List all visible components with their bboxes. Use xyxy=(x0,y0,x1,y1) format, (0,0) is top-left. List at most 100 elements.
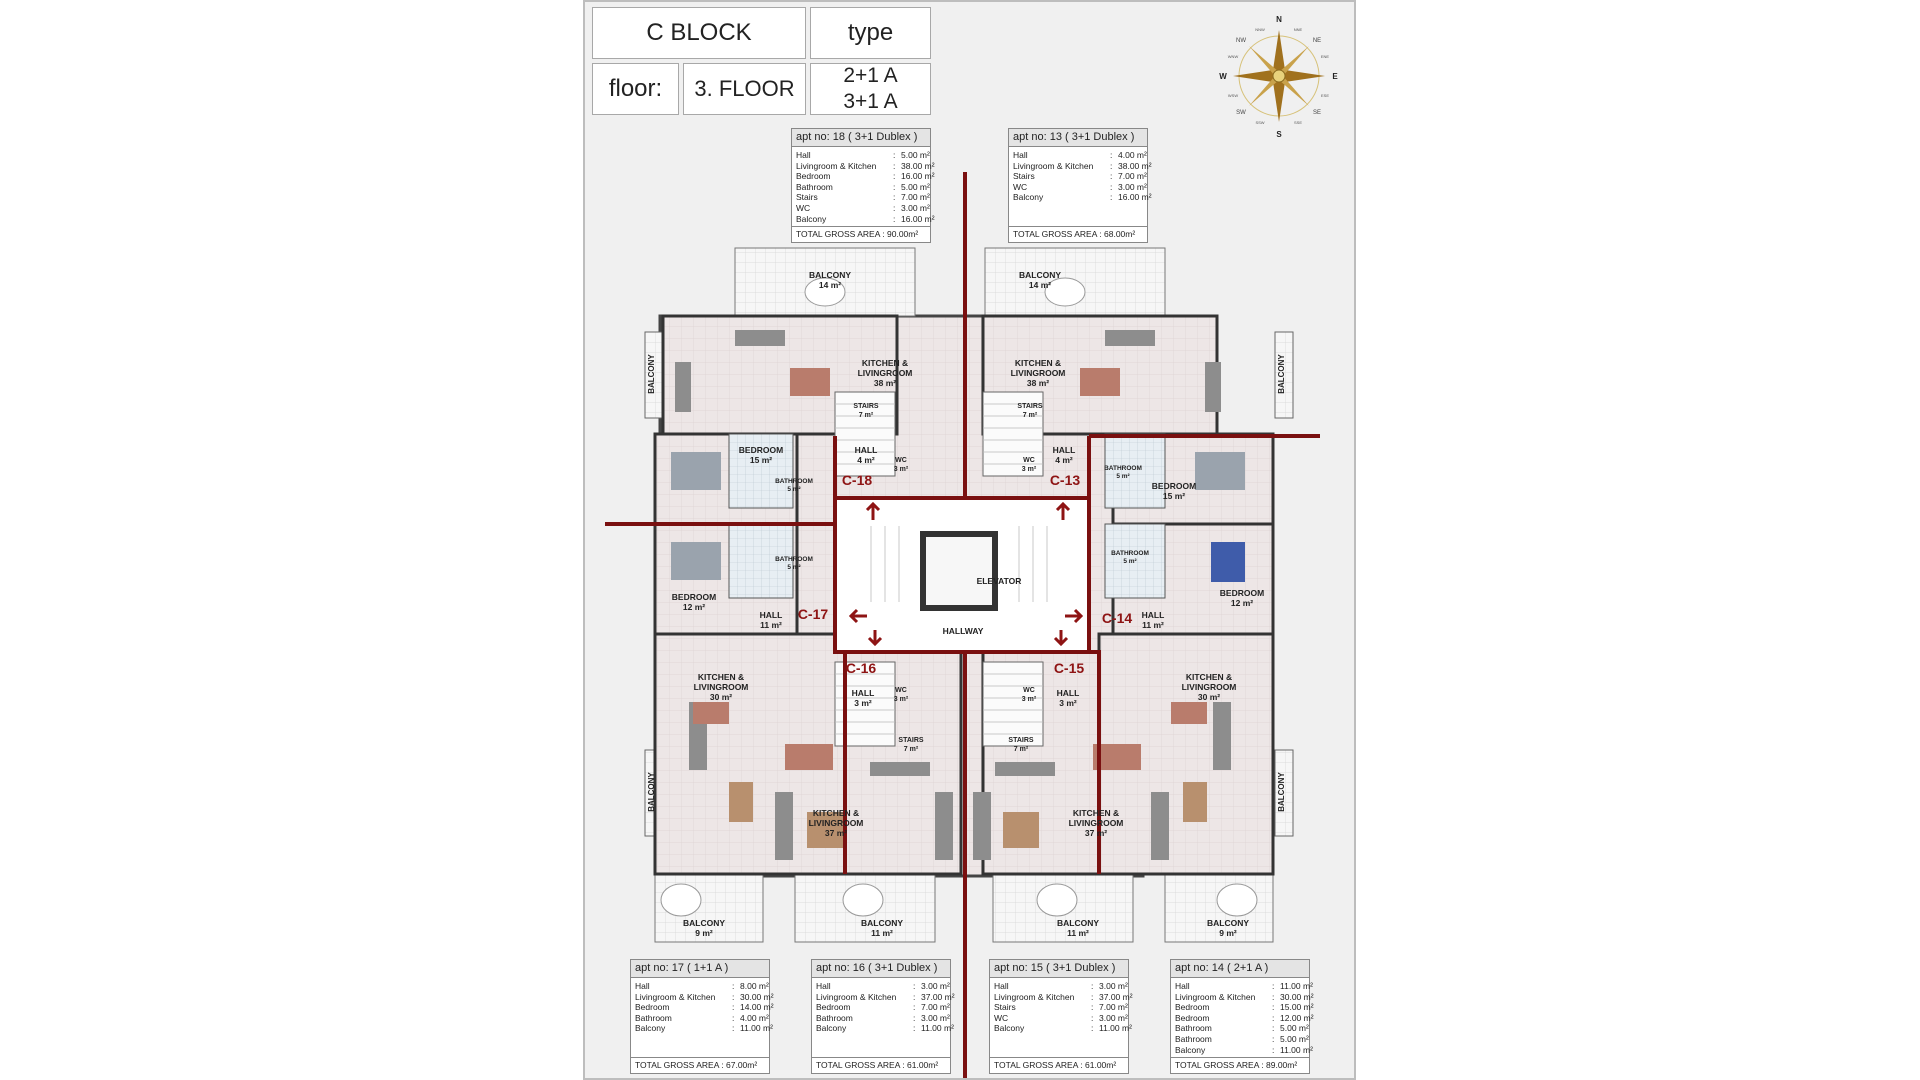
type-values-box: 2+1 A 3+1 A xyxy=(810,63,931,115)
balcony-label: BALCONY xyxy=(647,354,656,394)
bottom-balconies xyxy=(654,873,1274,943)
apt-row: Hall:3.00 m² xyxy=(994,981,1128,991)
kitchen-label: KITCHEN & xyxy=(1073,808,1119,818)
kitchen-label: LIVINGROOM xyxy=(858,368,913,378)
apt-total: TOTAL GROSS AREA : 68.00m² xyxy=(1009,226,1147,242)
stairs-label: STAIRS xyxy=(898,737,923,744)
hall-label: HALL xyxy=(760,610,783,620)
balcony-label: BALCONY xyxy=(861,918,903,928)
unit-divider-lines xyxy=(605,172,1320,1078)
apt-info-17: apt no: 17 ( 1+1 A ) Hall:8.00 m² Living… xyxy=(630,959,774,1074)
bedroom-label: BEDROOM xyxy=(1220,588,1264,598)
bathroom-area: 5 m² xyxy=(787,564,801,571)
compass-ene: ENE xyxy=(1321,54,1330,59)
apt-row: Balcony:16.00 m² xyxy=(796,213,935,224)
stairs-area: 7 m² xyxy=(1023,412,1038,419)
bathroom-label: BATHROOM xyxy=(1104,465,1142,472)
apt-row: Livingroom & Kitchen:38.00 m² xyxy=(1013,160,1152,171)
compass-s: S xyxy=(1276,130,1282,139)
unit-code-c14: C-14 xyxy=(1102,610,1133,626)
apt-row: Bedroom:7.00 m² xyxy=(816,1002,950,1013)
compass-nne: NNE xyxy=(1294,27,1303,32)
top-balconies xyxy=(734,247,1166,317)
bedroom-area: 15 m² xyxy=(750,455,772,465)
kitchen-label: LIVINGROOM xyxy=(1011,368,1066,378)
wc-label: WC xyxy=(1023,687,1035,694)
kitchen-label: KITCHEN & xyxy=(813,808,859,818)
kitchen-label: LIVINGROOM xyxy=(694,682,749,692)
apt-info-15: apt no: 15 ( 3+1 Dublex ) Hall:3.00 m² L… xyxy=(989,959,1133,1074)
balcony-label: BALCONY xyxy=(683,918,725,928)
stairs-label: STAIRS xyxy=(1008,737,1033,744)
entry-arrows xyxy=(848,501,1084,647)
compass-ne: NE xyxy=(1313,38,1321,44)
compass-ssw: SSW xyxy=(1255,120,1264,125)
stairs-label: STAIRS xyxy=(1017,403,1042,410)
central-core xyxy=(833,496,1091,654)
wc-area: 3 m² xyxy=(1022,466,1037,473)
kitchen-area: 30 m² xyxy=(710,692,732,702)
wc-label: WC xyxy=(895,457,907,464)
apt-row: Stairs:7.00 m² xyxy=(994,1002,1128,1013)
bathroom-area: 5 m² xyxy=(787,486,801,493)
balcony-label: BALCONY xyxy=(1019,270,1061,280)
floor-label: floor: xyxy=(608,75,663,102)
balcony-label: BALCONY xyxy=(1207,918,1249,928)
apt-rows: Hall:5.00 m² Livingroom & Kitchen:38.00 … xyxy=(792,147,935,224)
type-value-1: 2+1 A xyxy=(843,64,898,87)
unit-code-c16: C-16 xyxy=(846,660,877,676)
unit-code-c17: C-17 xyxy=(798,606,829,622)
apt-title: apt no: 15 ( 3+1 Dublex ) xyxy=(990,960,1128,978)
kitchen-label: KITCHEN & xyxy=(1186,672,1232,682)
balcony-area: 9 m² xyxy=(695,928,713,938)
apt-row: Bedroom:15.00 m² xyxy=(1175,1002,1314,1013)
floor-plan-drawing: C-18 C-13 C-17 C-14 C-16 C-15 ELEVATOR H… xyxy=(605,15,1338,1078)
apt-row: Stairs:7.00 m² xyxy=(796,192,930,203)
apt-total: TOTAL GROSS AREA : 67.00m² xyxy=(631,1057,769,1073)
apt-row: Livingroom & Kitchen:38.00 m² xyxy=(796,160,935,171)
apt-total: TOTAL GROSS AREA : 89.00m² xyxy=(1171,1057,1309,1073)
compass-ese: ESE xyxy=(1321,93,1329,98)
balcony-area: 14 m² xyxy=(819,280,841,290)
wc-area: 3 m² xyxy=(1022,696,1037,703)
type-value-2: 3+1 A xyxy=(843,90,898,113)
elevator-label: ELEVATOR xyxy=(977,576,1022,586)
apt-rows: Hall:4.00 m² Livingroom & Kitchen:38.00 … xyxy=(1009,147,1152,203)
apt-title: apt no: 13 ( 3+1 Dublex ) xyxy=(1009,129,1147,147)
bedroom-area: 15 m² xyxy=(1163,491,1185,501)
compass-e: E xyxy=(1332,72,1338,81)
apt-info-13: apt no: 13 ( 3+1 Dublex ) Hall:4.00 m² L… xyxy=(1008,128,1152,243)
apt-row: Livingroom & Kitchen:30.00 m² xyxy=(1175,991,1314,1002)
bedroom-label: BEDROOM xyxy=(739,445,783,455)
balcony-area: 14 m² xyxy=(1029,280,1051,290)
kitchen-label: KITCHEN & xyxy=(1015,358,1061,368)
apt-row: WC:3.00 m² xyxy=(796,202,930,213)
bedroom-label: BEDROOM xyxy=(672,592,716,602)
compass-sw: SW xyxy=(1236,110,1246,116)
compass-w: W xyxy=(1219,72,1227,81)
type-label: type xyxy=(847,19,894,46)
balcony-label: BALCONY xyxy=(1277,354,1286,394)
hall-area: 11 m² xyxy=(760,620,782,630)
apt-row: Bathroom:3.00 m² xyxy=(816,1012,950,1023)
compass-nw: NW xyxy=(1236,38,1246,44)
bedroom-label: BEDROOM xyxy=(1152,481,1196,491)
wc-area: 3 m² xyxy=(894,466,909,473)
apt-row: Livingroom & Kitchen:37.00 m² xyxy=(816,991,955,1002)
apt-row: Balcony:11.00 m² xyxy=(1175,1044,1313,1055)
room-labels: ELEVATOR HALLWAY BALCONY 14 m² BALCONY 1… xyxy=(647,270,1286,938)
balcony-area: 9 m² xyxy=(1219,928,1237,938)
compass-wnw: WNW xyxy=(1228,54,1239,59)
kitchen-label: LIVINGROOM xyxy=(1069,818,1124,828)
unit-code-c18: C-18 xyxy=(842,472,873,488)
bathroom-area: 5 m² xyxy=(1123,558,1137,565)
kitchen-label: KITCHEN & xyxy=(698,672,744,682)
hall-label: HALL xyxy=(1057,688,1080,698)
hallway-label: HALLWAY xyxy=(943,626,984,636)
apt-row: Bathroom:4.00 m² xyxy=(635,1012,769,1023)
apt-row: Hall:3.00 m² xyxy=(816,981,950,991)
apt-row: Bathroom:5.00 m² xyxy=(1175,1023,1309,1034)
compass-sse: SSE xyxy=(1294,120,1302,125)
stairs-area: 7 m² xyxy=(1014,746,1029,753)
unit-code-c13: C-13 xyxy=(1050,472,1081,488)
